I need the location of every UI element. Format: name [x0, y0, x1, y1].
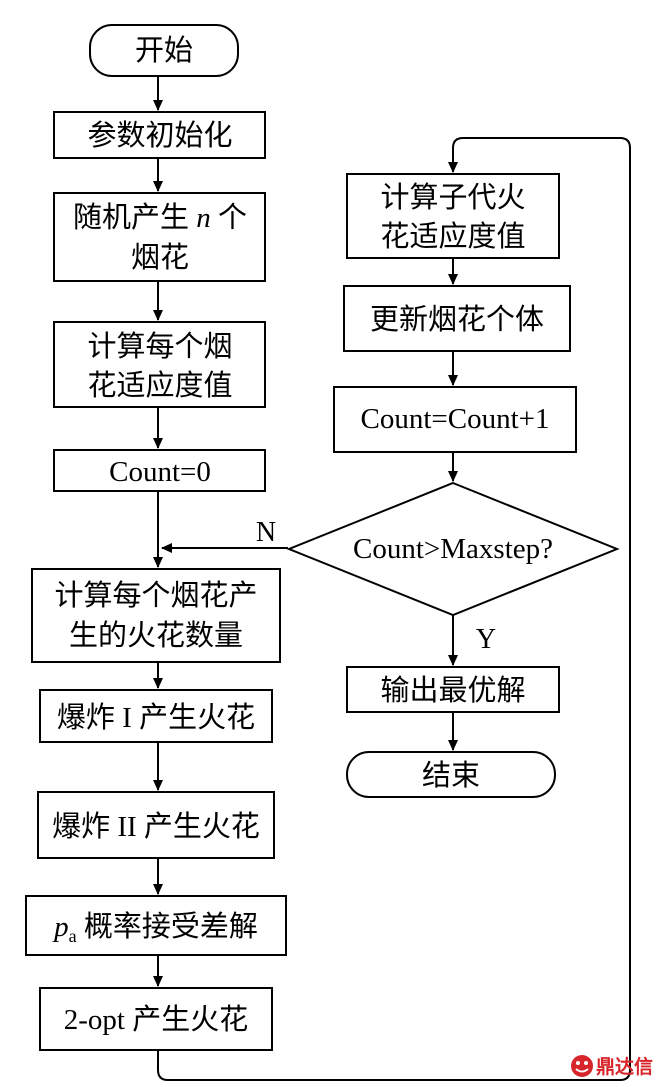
node-child-fitness-line1: 计算子代火 — [380, 181, 525, 214]
node-explosion-2: 爆炸 II 产生火花 — [37, 791, 275, 859]
node-pa-accept-label: pa 概率接受差解 — [52, 910, 258, 946]
node-update: 更新烟花个体 — [343, 285, 571, 352]
node-fitness: 计算每个烟 花适应度值 — [53, 321, 266, 408]
node-child-fitness-line2: 花适应度值 — [380, 220, 525, 253]
label-no: N — [256, 517, 276, 548]
node-update-label: 更新烟花个体 — [370, 303, 544, 336]
label-yes: Y — [476, 624, 496, 655]
node-pa-accept: pa 概率接受差解 — [25, 895, 287, 956]
node-increment-label: Count=Count+1 — [360, 403, 549, 435]
node-2opt-label: 2-opt 产生火花 — [64, 1003, 248, 1036]
node-end-label: 结束 — [422, 759, 480, 792]
node-fitness-line2: 花适应度值 — [87, 369, 232, 402]
node-generate: 随机产生 n 个 烟花 — [53, 192, 266, 282]
node-decision-label: Count>Maxstep? — [353, 533, 553, 565]
watermark-text: 鼎达信 — [596, 1055, 653, 1078]
node-start-label: 开始 — [135, 34, 193, 67]
node-count-zero: Count=0 — [53, 449, 266, 492]
node-end: 结束 — [346, 751, 556, 798]
node-init-label: 参数初始化 — [87, 119, 232, 152]
node-output-label: 输出最优解 — [380, 674, 525, 707]
node-start: 开始 — [89, 24, 239, 77]
node-increment: Count=Count+1 — [333, 386, 577, 453]
node-generate-line1: 随机产生 n 个 — [73, 201, 247, 234]
node-spark-count: 计算每个烟花产 生的火花数量 — [31, 568, 281, 663]
edges — [153, 76, 631, 1081]
node-explosion-2-label: 爆炸 II 产生火花 — [52, 810, 260, 843]
node-generate-line2: 烟花 — [131, 241, 189, 274]
node-explosion-1-label: 爆炸 I 产生火花 — [57, 701, 255, 734]
node-output: 输出最优解 — [346, 666, 560, 713]
watermark: 鼎达信 — [571, 1055, 653, 1078]
watermark-logo-icon — [571, 1055, 593, 1077]
node-fitness-line1: 计算每个烟 — [87, 330, 232, 363]
node-spark-count-line2: 生的火花数量 — [69, 619, 243, 652]
node-spark-count-line1: 计算每个烟花产 — [54, 579, 257, 612]
node-count-zero-label: Count=0 — [109, 456, 211, 488]
edge-loop-back — [157, 137, 631, 1081]
node-init: 参数初始化 — [53, 111, 266, 159]
node-2opt: 2-opt 产生火花 — [39, 987, 273, 1051]
node-explosion-1: 爆炸 I 产生火花 — [39, 689, 273, 743]
node-decision: Count>Maxstep? — [286, 481, 620, 617]
node-child-fitness: 计算子代火 花适应度值 — [346, 173, 560, 259]
